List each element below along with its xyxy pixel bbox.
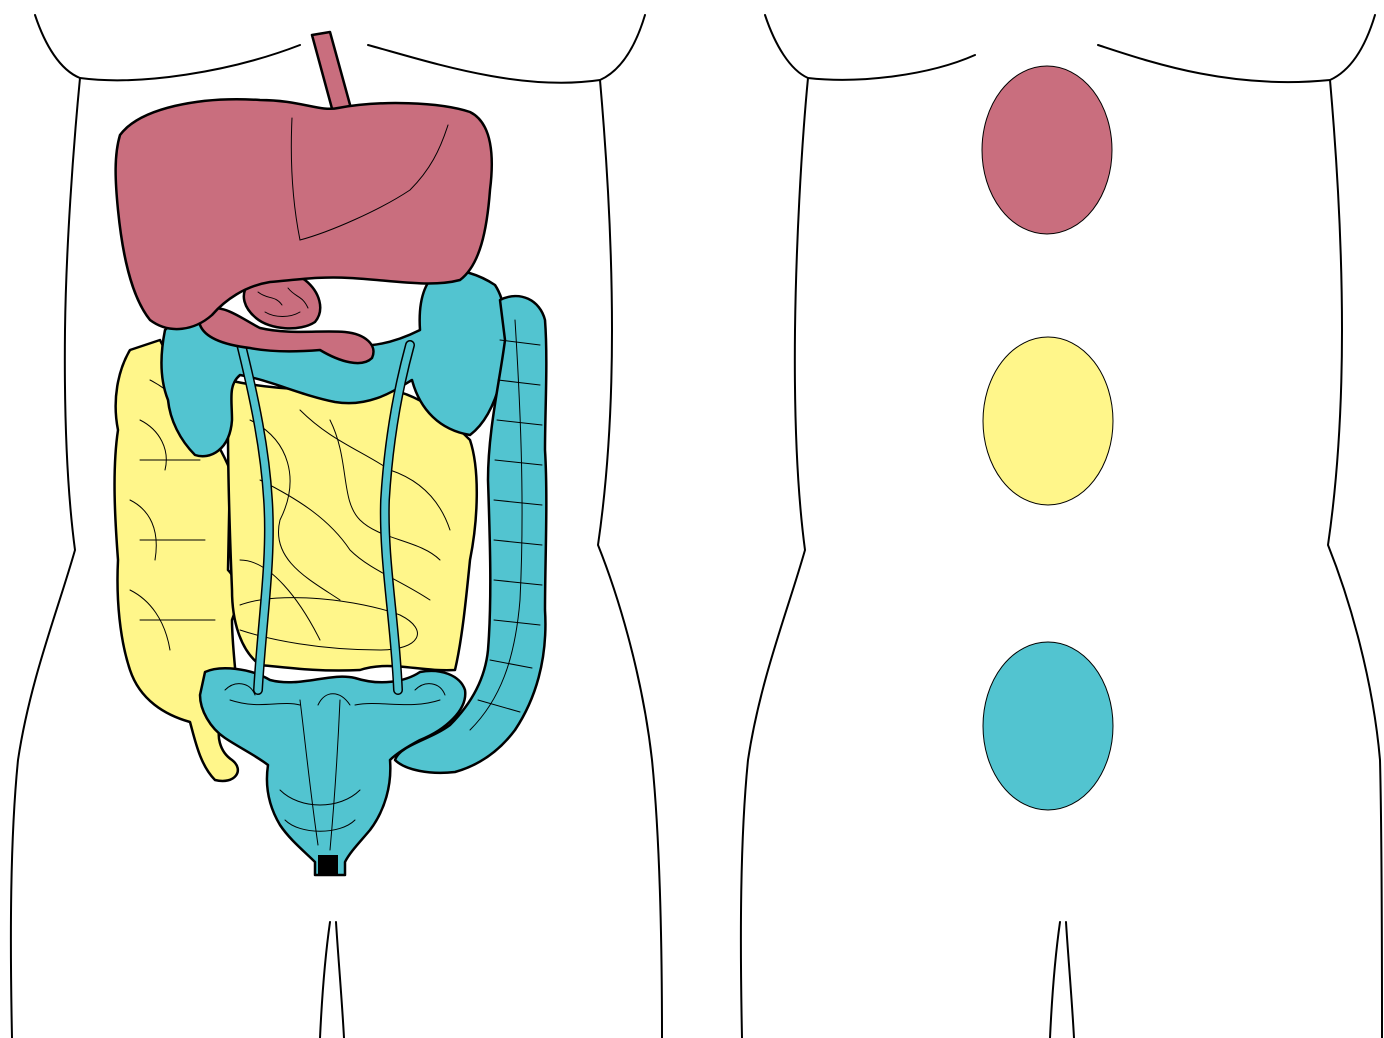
right-torso-shoulder-right [1098, 15, 1375, 82]
region-markers [982, 66, 1113, 810]
left-torso-leg-divide [320, 922, 344, 1038]
lower-region-marker [983, 642, 1113, 810]
esophagus [312, 32, 352, 116]
upper-region-marker [982, 66, 1112, 234]
right-torso-leg-divide [1050, 922, 1074, 1038]
left-torso-shoulder-right [368, 15, 645, 83]
right-torso-side-right [1328, 80, 1382, 1038]
middle-region-marker [983, 337, 1113, 505]
left-torso-side-right [598, 80, 662, 1038]
organs-group [115, 32, 547, 875]
right-torso-side-left [741, 78, 808, 1038]
right-torso-shoulder-left [765, 15, 975, 80]
left-torso-shoulder-left [35, 15, 300, 80]
cervix-end [318, 855, 338, 875]
left-torso-side-left [11, 78, 80, 1038]
